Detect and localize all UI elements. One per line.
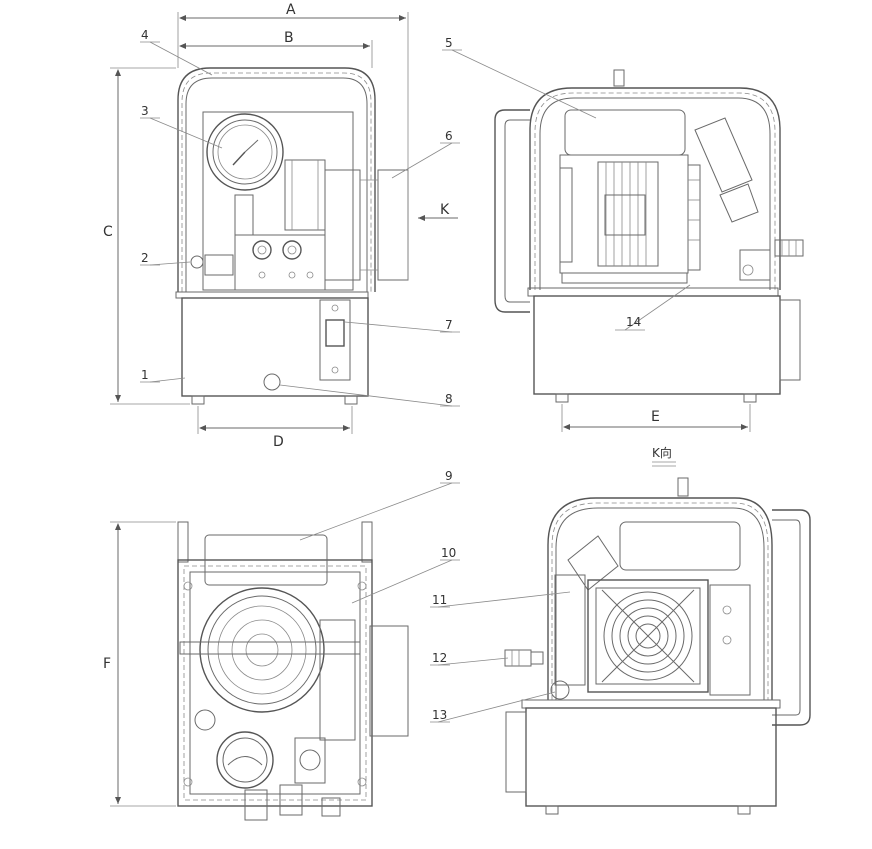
label-8: 8 [445, 392, 453, 406]
label-4: 4 [141, 28, 149, 42]
label-2: 2 [141, 251, 149, 265]
view-label-k: K向 [652, 445, 672, 460]
label-11: 11 [432, 593, 447, 607]
dim-c: C [103, 224, 113, 240]
label-1: 1 [141, 368, 149, 382]
dim-d: D [273, 434, 284, 450]
label-6: 6 [445, 129, 453, 143]
dim-b: B [284, 30, 294, 46]
label-14: 14 [626, 315, 641, 329]
label-7: 7 [445, 318, 453, 332]
front-view: A B C D K 4 3 2 1 6 7 8 [103, 2, 460, 450]
dim-a: A [286, 2, 296, 18]
k-view: 11 12 13 [430, 477, 811, 815]
label-9: 9 [445, 469, 453, 483]
label-13: 13 [432, 708, 447, 722]
top-view: F 9 10 [103, 469, 460, 821]
label-10: 10 [441, 546, 456, 560]
dim-k: K [440, 202, 450, 218]
label-3: 3 [141, 104, 149, 118]
side-view: E 5 14 K向 [442, 36, 804, 467]
label-12: 12 [432, 651, 447, 665]
label-5: 5 [445, 36, 453, 50]
dim-e: E [651, 409, 660, 425]
dim-f: F [103, 656, 111, 672]
